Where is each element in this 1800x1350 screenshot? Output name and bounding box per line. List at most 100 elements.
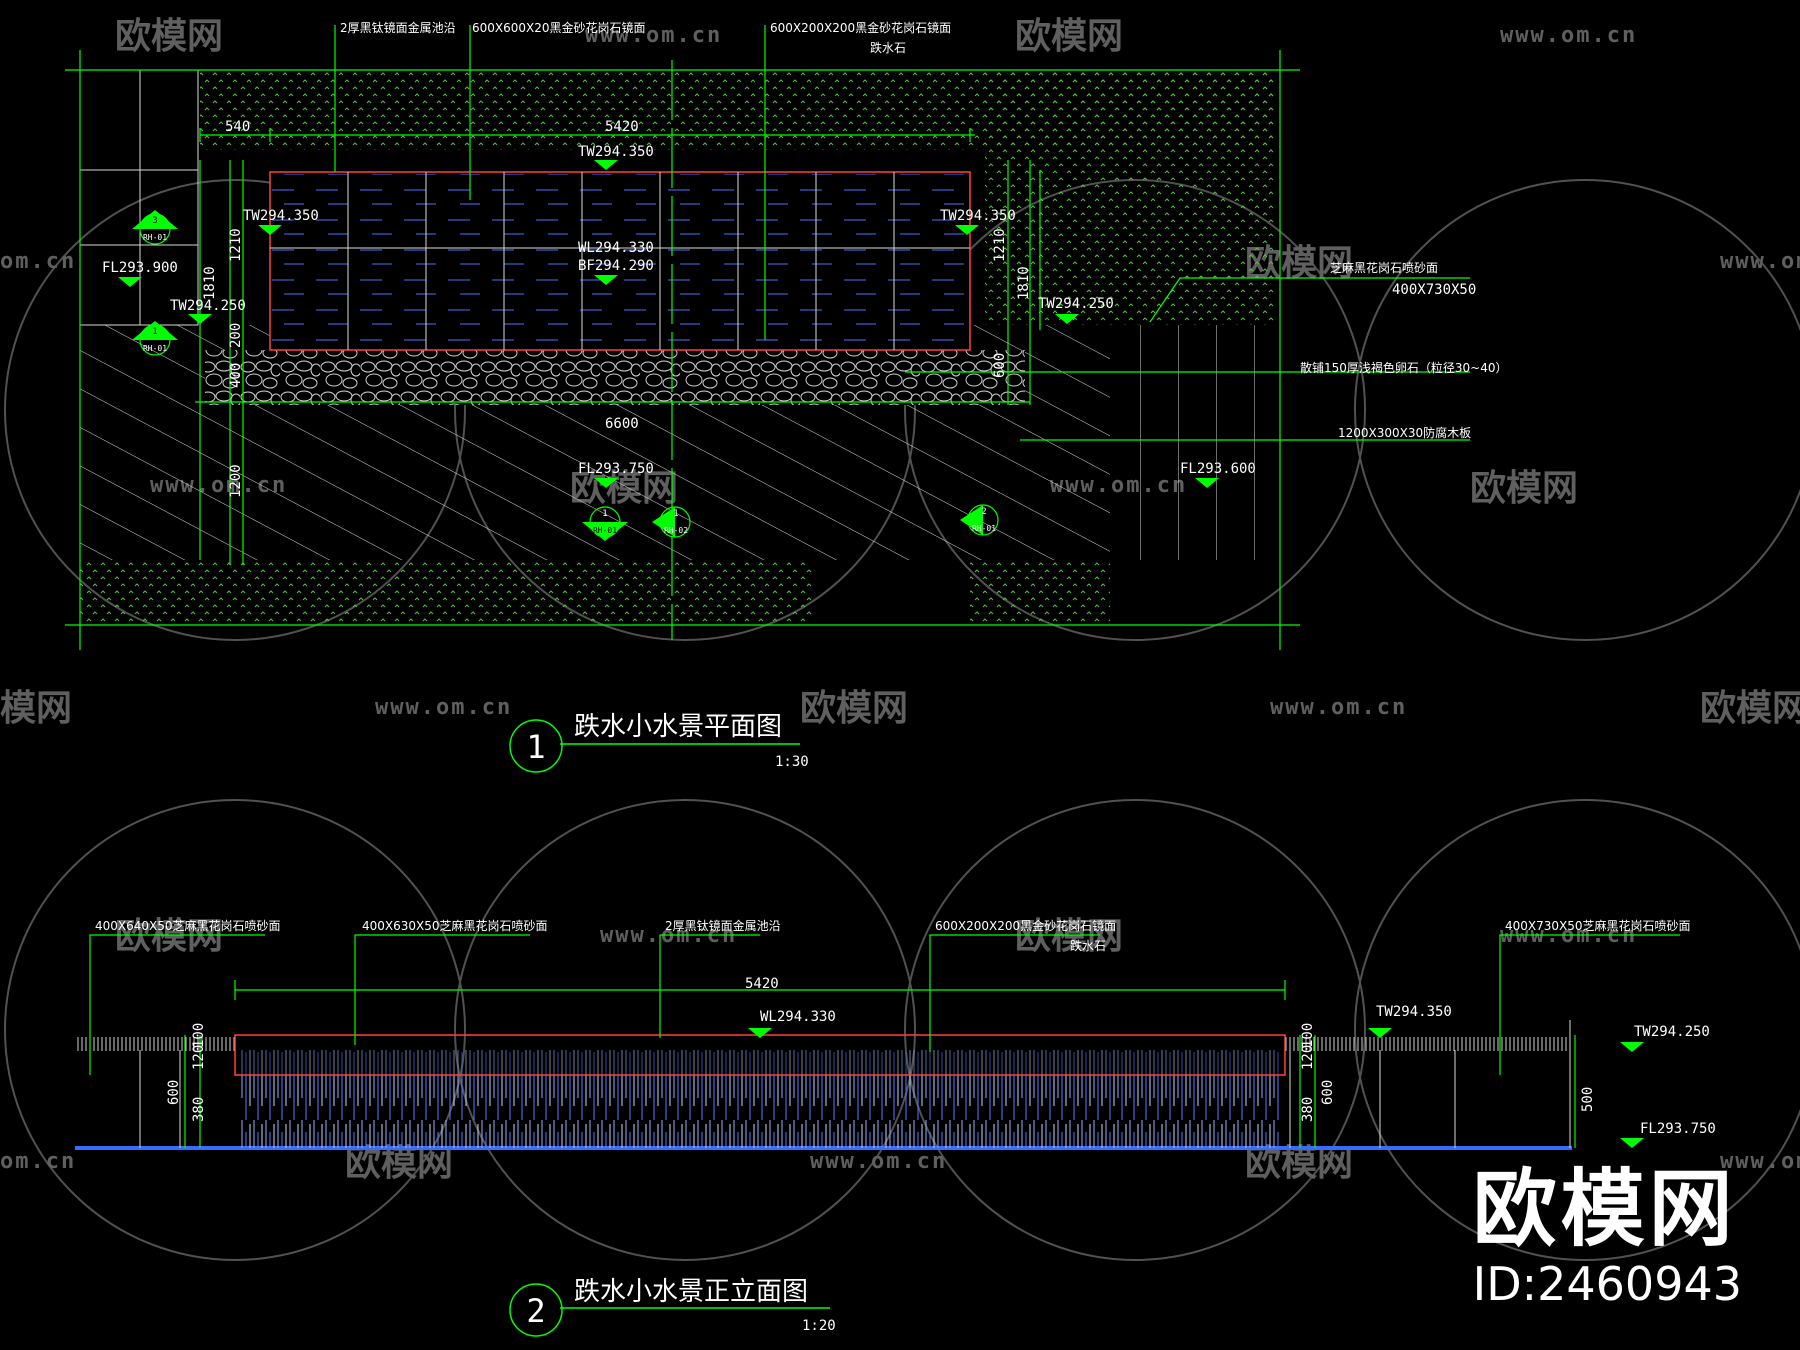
waterfall	[240, 1075, 1280, 1148]
elevation-title-text: 跌水小水景正立面图	[574, 1277, 808, 1307]
dim-6600: 6600	[605, 416, 639, 432]
plan-title: 1 跌水小水景平面图 1:30	[509, 712, 809, 773]
watermark-logo: 欧模网	[1700, 688, 1800, 729]
watermark-logo: 欧模网	[1015, 16, 1123, 57]
section-markers: 3 RH-01 1 RH-01 1 RH-01 1 RH-02	[132, 210, 999, 541]
label-pebbles: 散铺150厚浅褐色卵石（粒径30~40）	[1300, 360, 1508, 375]
section-mark: 1 RH-02	[652, 506, 691, 538]
level-tw-right: TW294.350	[940, 208, 1016, 224]
elevation-annotations: 400X640X50芝麻黑花岗石喷砂面 400X630X50芝麻黑花岗石喷砂面 …	[95, 918, 1716, 1137]
watermark-circle	[1354, 799, 1800, 1261]
dim-120-left: 120	[191, 1045, 207, 1070]
watermark-url: www.om.cn	[1720, 1149, 1800, 1174]
dim-540: 540	[225, 119, 250, 135]
dim-1810-right: 1810	[1016, 266, 1032, 300]
grass-right	[1285, 1037, 1570, 1051]
dim-200: 200	[228, 323, 244, 348]
label-left-paving-2: 400X630X50芝麻黑花岗石喷砂面	[362, 918, 548, 933]
dim-400: 400	[228, 363, 244, 388]
brand-id: ID:2460943	[1472, 1256, 1742, 1311]
level-tw-left: TW294.350	[243, 208, 319, 224]
section-mark: 2 RH-01	[960, 504, 999, 536]
dim-600-left: 600	[166, 1080, 182, 1105]
label-rim: 2厚黑钛镜面金属池沿	[665, 918, 781, 933]
svg-text:RH-01: RH-01	[593, 526, 617, 535]
left-paving	[79, 69, 199, 326]
level-wl: WL294.330	[578, 240, 654, 256]
elevation-dimension-lines	[89, 934, 1680, 1148]
dim-1810-left: 1810	[202, 266, 218, 300]
level-fl-right: FL293.600	[1180, 461, 1256, 477]
dim-380-left: 380	[191, 1097, 207, 1122]
watermark-logo: 欧模网	[800, 688, 908, 729]
svg-text:1: 1	[602, 509, 607, 519]
planting-area	[985, 70, 1275, 325]
svg-text:RH-01: RH-01	[143, 344, 167, 353]
planting-area	[80, 560, 815, 625]
plan-title-scale: 1:30	[775, 754, 809, 770]
watermark-logo: 欧模网	[1015, 916, 1123, 957]
title-bubble	[509, 1283, 563, 1337]
svg-text:RH-02: RH-02	[664, 526, 688, 535]
dim-600-right: 600	[1320, 1080, 1336, 1105]
label-granite-face: 600X600X20黑金砂花岗石镜面	[472, 20, 646, 35]
watermark-circle	[4, 799, 466, 1261]
section-mark: 1 RH-01	[582, 506, 628, 541]
svg-text:1: 1	[152, 327, 157, 337]
watermark-url: www.om.cn	[1720, 249, 1800, 274]
paving-boards	[1110, 325, 1280, 560]
dim-5420: 5420	[605, 119, 639, 135]
label-left-paving: 400X640X50芝麻黑花岗石喷砂面	[95, 918, 281, 933]
pool-tile-grid	[270, 172, 970, 350]
watermark-url: www.om.cn	[1270, 695, 1407, 720]
watermark-url: www.om.cn	[375, 695, 512, 720]
plan-view: 3 RH-01 1 RH-01 1 RH-01 1 RH-02	[65, 20, 1508, 773]
svg-text:3: 3	[152, 216, 157, 226]
watermark-logo: 欧模网	[1470, 468, 1578, 509]
label-right-paving: 400X730X50芝麻黑花岗石喷砂面	[1505, 918, 1691, 933]
dim-100-left: 100	[191, 1023, 207, 1048]
watermark-url: om.cn	[0, 249, 76, 274]
elevation-level-markers	[748, 1028, 1644, 1148]
plan-annotations: 2厚黑钛镜面金属池沿 600X600X20黑金砂花岗石镜面 600X200X20…	[102, 20, 1508, 498]
level-fl-left: FL293.900	[102, 260, 178, 276]
dim-1210-left: 1210	[228, 228, 244, 262]
plan-dimension-lines	[65, 25, 1470, 650]
level-fl-mid: FL293.750	[578, 461, 654, 477]
label-spill-stone-2: 跌水石	[870, 40, 906, 55]
watermark-circle	[904, 799, 1366, 1261]
label-spill-stone: 600X200X200黑金砂花岗石镜面	[935, 918, 1116, 933]
level-bf: BF294.290	[578, 258, 654, 274]
level-markers	[118, 160, 1219, 488]
dim-500-right: 500	[1580, 1087, 1596, 1112]
watermark-url: www.om.cn	[810, 1149, 947, 1174]
dim-1210-right: 1210	[992, 228, 1008, 262]
level-tw-a: TW294.350	[1376, 1004, 1452, 1020]
label-walkway: 1200X300X30防腐木板	[1338, 425, 1471, 440]
level-tw-top: TW294.350	[578, 144, 654, 160]
watermark-url: www.om.cn	[585, 23, 722, 48]
dim-1200: 1200	[228, 464, 244, 498]
dim-100-right: 100	[1300, 1023, 1316, 1048]
level-tw-left-low: TW294.250	[170, 298, 246, 314]
title-bubble	[509, 719, 563, 773]
label-spill-stone: 600X200X200黑金砂花岗石镜面	[770, 20, 951, 35]
level-wl: WL294.330	[760, 1009, 836, 1025]
pebble-band	[205, 350, 1025, 405]
elevation-title-scale: 1:20	[802, 1318, 836, 1334]
dim-120-right: 120	[1300, 1045, 1316, 1070]
svg-text:1: 1	[673, 509, 678, 519]
title-number: 1	[526, 728, 545, 766]
elevation-walls	[139, 1020, 1571, 1148]
watermark-circle	[1354, 179, 1800, 641]
watermark-circle	[454, 799, 916, 1261]
dim-380-right: 380	[1300, 1097, 1316, 1122]
section-mark: 3 RH-01	[132, 210, 178, 245]
watermark-logo-partial: 模网	[0, 688, 72, 729]
watermark-url: om.cn	[0, 1149, 76, 1174]
level-fl: FL293.750	[1640, 1121, 1716, 1137]
plan-title-text: 跌水小水景平面图	[574, 712, 782, 742]
dim-5420: 5420	[745, 976, 779, 992]
planting-area	[970, 560, 1110, 625]
waterfall-top	[240, 1050, 1280, 1075]
